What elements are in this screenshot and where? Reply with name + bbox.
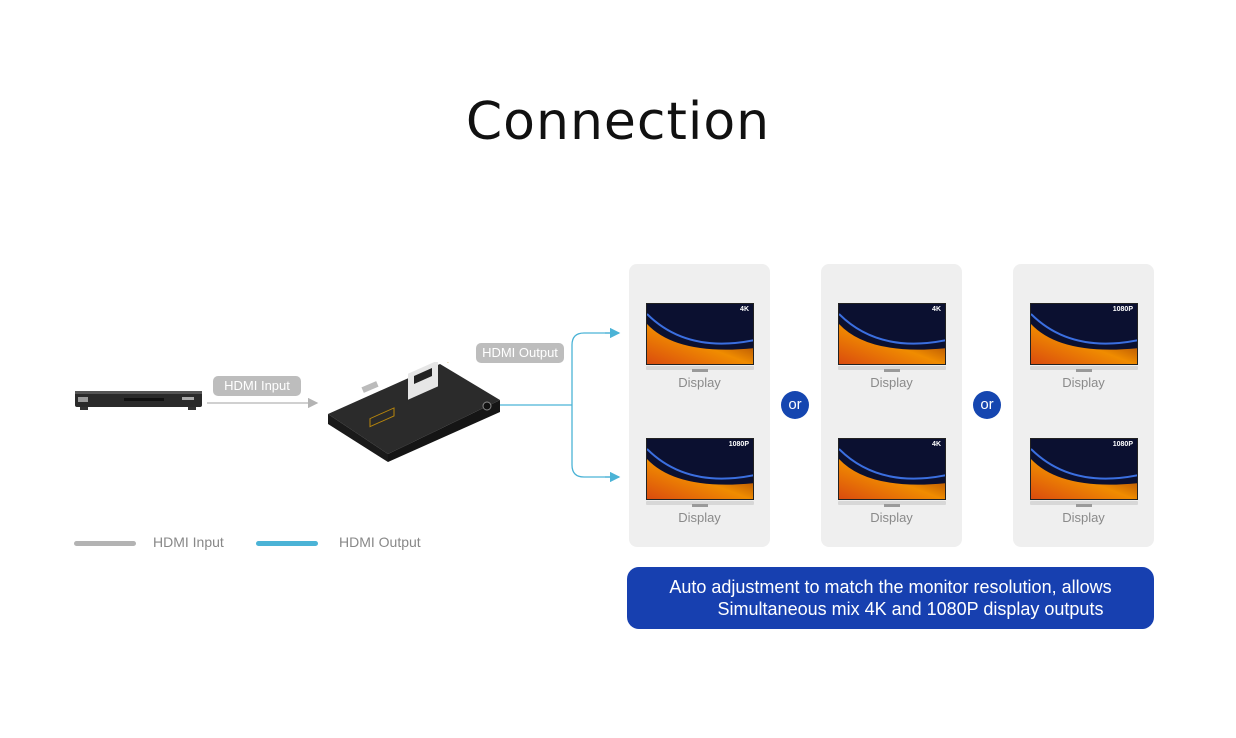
- page-title: Connection: [465, 92, 771, 152]
- display-panel: 1080P Display 1080P Display: [1013, 264, 1154, 547]
- tv-icon: 4K: [838, 438, 946, 512]
- display-panel: 4K Display 4K Display: [821, 264, 962, 547]
- note-line-2: Simultaneous mix 4K and 1080P display ou…: [717, 599, 1104, 619]
- legend-output-line: [256, 541, 318, 546]
- resolution-badge: 1080P: [1112, 306, 1133, 313]
- media-player-icon: [75, 391, 202, 410]
- hdmi-splitter-icon: [328, 362, 500, 462]
- note-line-1: Auto adjustment to match the monitor res…: [669, 577, 1112, 597]
- hdmi-output-pill: HDMI Output: [476, 343, 564, 363]
- resolution-note: Auto adjustment to match the monitor res…: [627, 567, 1154, 629]
- resolution-badge: 4K: [932, 306, 941, 313]
- display-label: Display: [870, 510, 913, 525]
- resolution-badge: 1080P: [1112, 441, 1133, 448]
- display-label: Display: [678, 375, 721, 390]
- resolution-badge: 1080P: [728, 441, 749, 448]
- legend-output-label: HDMI Output: [339, 534, 421, 550]
- hdmi-input-pill: HDMI Input: [213, 376, 301, 396]
- display-label: Display: [678, 510, 721, 525]
- legend-input-line: [74, 541, 136, 546]
- or-badge: or: [973, 391, 1001, 419]
- resolution-badge: 4K: [740, 306, 749, 313]
- tv-icon: 4K: [646, 303, 754, 377]
- legend-input-label: HDMI Input: [153, 534, 224, 550]
- output-wire: [500, 332, 619, 478]
- tv-icon: 4K: [838, 303, 946, 377]
- tv-icon: 1080P: [646, 438, 754, 512]
- tv-icon: 1080P: [1030, 438, 1138, 512]
- display-label: Display: [1062, 510, 1105, 525]
- or-badge: or: [781, 391, 809, 419]
- resolution-badge: 4K: [932, 441, 941, 448]
- display-label: Display: [1062, 375, 1105, 390]
- display-label: Display: [870, 375, 913, 390]
- display-panel: 4K Display 1080P Display: [629, 264, 770, 547]
- tv-icon: 1080P: [1030, 303, 1138, 377]
